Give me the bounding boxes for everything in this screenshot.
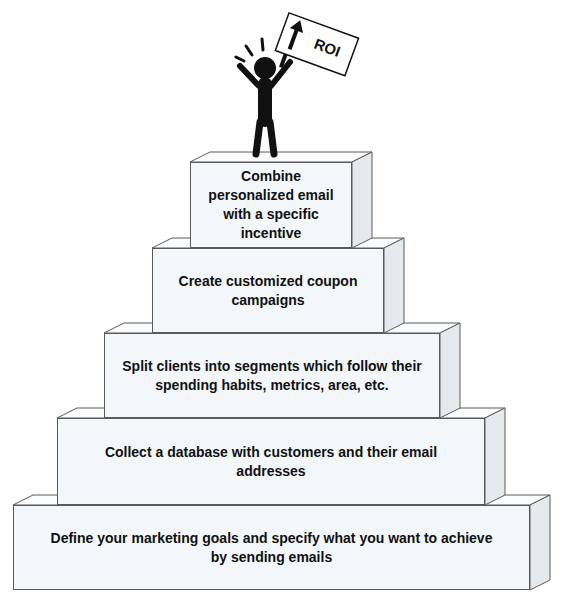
pyramid-block: Collect a database with customers and th… [57,418,485,505]
joy-ray [262,39,263,50]
pyramid-block: Combine personalized email with a specif… [190,162,352,248]
block-text: Split clients into segments which follow… [119,357,425,395]
block-side-face [440,323,460,418]
stick-figure [236,39,290,154]
block-top-face [190,152,372,162]
joy-ray [246,46,252,55]
block-side-face [485,408,505,505]
block-side-face [352,152,372,248]
block-text-wrap: Split clients into segments which follow… [119,357,425,395]
block-side-face [384,238,404,333]
figure-leg [256,122,260,154]
block-text: Create customized coupon campaigns [167,272,369,310]
pyramid-block: Create customized coupon campaigns [152,248,384,333]
joy-ray [236,57,244,61]
block-text-wrap: Define your marketing goals and specify … [42,529,501,567]
block-text-wrap: Create customized coupon campaigns [167,272,369,310]
roi-sign [271,13,359,89]
figure-arm [240,66,259,86]
figure-leg [270,122,274,154]
block-text: Collect a database with customers and th… [72,443,470,481]
block-text-wrap: Collect a database with customers and th… [72,443,470,481]
figure-body [258,84,272,120]
block-text: Combine personalized email with a specif… [201,167,341,243]
up-arrow-head [290,18,307,33]
figure-head [254,57,276,79]
block-side-face [530,495,550,590]
block-text: Define your marketing goals and specify … [42,529,501,567]
up-arrow [290,29,298,50]
pyramid-block: Define your marketing goals and specify … [13,505,530,590]
block-faces [13,152,550,590]
block-text-wrap: Combine personalized email with a specif… [201,167,341,243]
pyramid-block: Split clients into segments which follow… [104,333,440,418]
sign-board [275,13,358,76]
